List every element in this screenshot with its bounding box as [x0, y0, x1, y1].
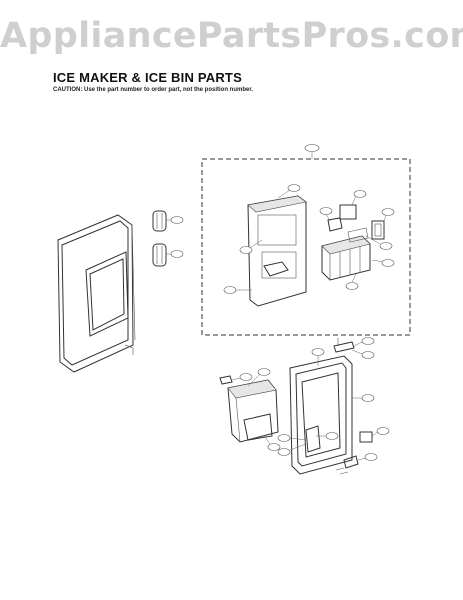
refrigerator-door: [57, 214, 136, 373]
watermark-logo: AppliancePartsPros.com: [0, 16, 463, 56]
door-bin-lower: [152, 243, 184, 267]
ice-bin: [219, 368, 281, 451]
diagram-title: ICE MAKER & ICE BIN PARTS: [53, 70, 242, 85]
ice-maker-assembly-boundary: [201, 158, 411, 336]
ice-maker-small-parts: [319, 190, 395, 267]
ice-maker-unit: [321, 235, 371, 290]
caution-note: CAUTION: Use the part number to order pa…: [53, 87, 254, 93]
ice-maker-housing: [223, 184, 307, 307]
door-bin-upper: [152, 210, 184, 232]
bin-hinge-parts: [333, 337, 390, 475]
ice-bin-door-frame: [277, 348, 375, 475]
callout-assembly: [304, 144, 320, 152]
